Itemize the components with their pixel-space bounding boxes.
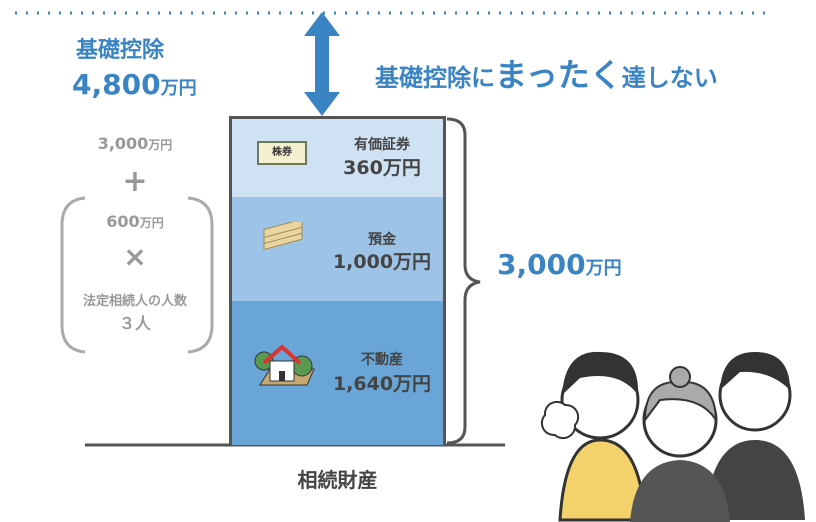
family-illustration-icon [540, 351, 805, 522]
double-arrow-icon [304, 12, 340, 116]
estate-column: 株券 有価証券 360万円 預金 1,000万円 不動産 1,640万円 [229, 116, 446, 445]
headline: 基礎控除にまったく達しない [375, 56, 718, 94]
total-amount: 3,000万円 [497, 248, 622, 281]
asset-securities: 株券 有価証券 360万円 [232, 119, 443, 197]
formula-paren-left [60, 196, 86, 354]
formula-paren-right [187, 196, 214, 354]
asset-value: 1,000万円 [332, 251, 432, 273]
asset-name: 不動産 [361, 352, 403, 368]
heirs-count: ３人 [118, 314, 151, 333]
total-brace [446, 117, 481, 445]
basic-deduction-title: 基礎控除 [75, 38, 164, 63]
times-icon: × [123, 240, 147, 273]
asset-value: 1,640万円 [332, 373, 432, 395]
basic-deduction-amount: 4,800万円 [72, 68, 197, 101]
money-stack-icon [263, 222, 303, 251]
asset-real-estate: 不動産 1,640万円 [232, 301, 443, 445]
stock-certificate-icon: 株券 [257, 141, 307, 165]
asset-value: 360万円 [343, 157, 421, 179]
formula-per-heir: 600万円 [106, 212, 164, 231]
heirs-label: 法定相続人の人数 [82, 294, 187, 309]
formula-base: 3,000万円 [97, 134, 173, 153]
asset-deposits: 預金 1,000万円 [232, 197, 443, 301]
asset-name: 有価証券 [354, 137, 410, 153]
house-icon [254, 344, 315, 386]
asset-name: 預金 [368, 232, 396, 248]
plus-icon: + [122, 164, 148, 199]
estate-label: 相続財産 [297, 468, 378, 492]
